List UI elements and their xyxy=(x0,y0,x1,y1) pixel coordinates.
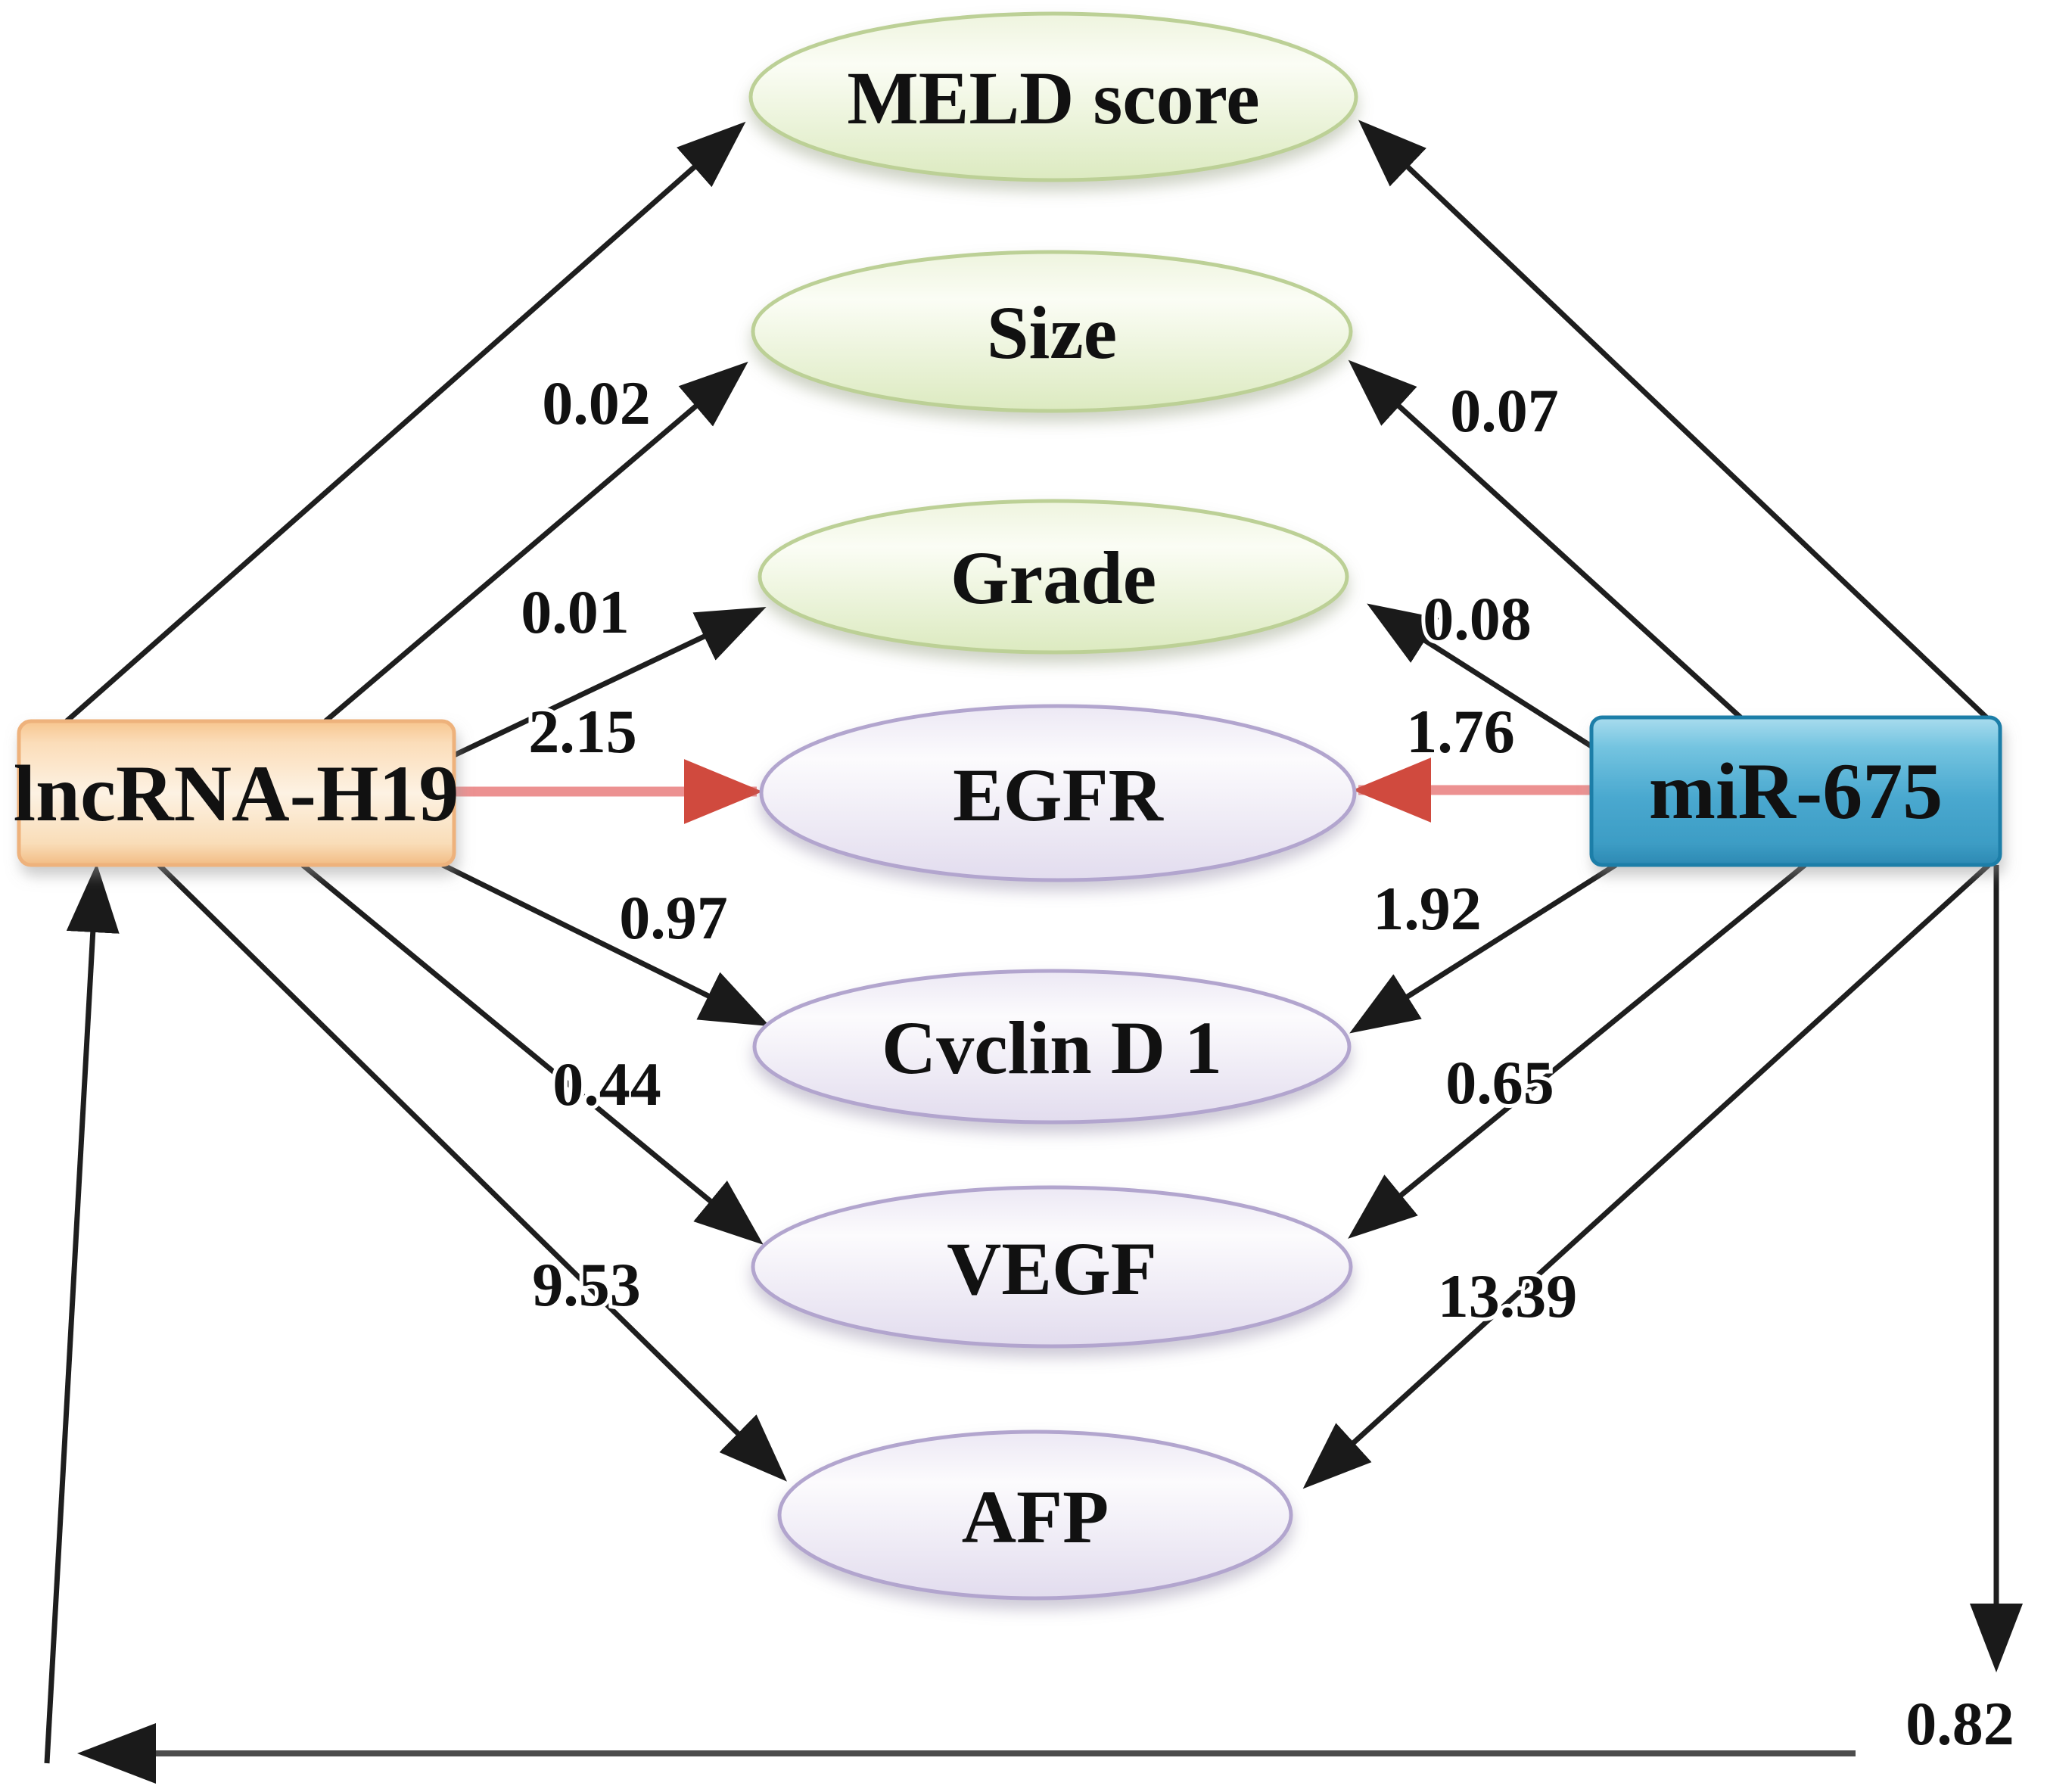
edge-mir-size xyxy=(1348,359,1743,720)
egfr-ellipse xyxy=(759,704,1357,882)
edge-value-h19-vegf: 0.44 xyxy=(552,1050,661,1118)
edge-mir-meld xyxy=(1358,120,1989,720)
cyclin-d1-label: Cvclin D 1 xyxy=(882,1006,1222,1090)
node-meld-score: MELD score xyxy=(748,11,1358,182)
grade-label: Grade xyxy=(950,536,1156,620)
node-egfr: EGFR xyxy=(759,704,1357,882)
edge-h19-afp xyxy=(157,863,787,1482)
afp-label: AFP xyxy=(962,1475,1109,1559)
edge-value-h19-size: 0.02 xyxy=(542,369,651,437)
edge-mir-cyclin xyxy=(1349,863,1617,1034)
edge-layer: 0.02 0.01 2.15 0.97 0.44 9.53 0.07 0.08 1.76 1.92… xyxy=(44,120,2023,1784)
node-grade: Grade xyxy=(758,499,1349,655)
edge-h19-size xyxy=(323,361,748,723)
edge-mir-afp xyxy=(1302,863,1991,1489)
edge-value-h19-afp: 9.53 xyxy=(532,1250,641,1319)
edge-value-h19-cyclin: 0.97 xyxy=(619,883,728,952)
cyclin-d1-ellipse xyxy=(752,969,1352,1125)
node-mir-675: miR-675 xyxy=(1589,715,2002,867)
edge-value-mir-egfr: 1.76 xyxy=(1406,697,1515,766)
meld-score-ellipse xyxy=(748,11,1358,182)
size-label: Size xyxy=(987,291,1117,375)
edge-value-mir-loop-down: 0.82 xyxy=(1905,1689,2014,1758)
edge-mir-vegf xyxy=(1348,863,1807,1239)
node-lncrna-h19: lncRNA-H19 xyxy=(14,719,459,867)
node-size: Size xyxy=(751,250,1353,413)
edge-value-mir-cyclin: 1.92 xyxy=(1373,874,1482,943)
node-vegf: VEGF xyxy=(751,1185,1353,1349)
lncrna-h19-label: lncRNA-H19 xyxy=(14,749,459,838)
vegf-ellipse xyxy=(751,1185,1353,1349)
edge-mir-grade xyxy=(1367,603,1595,750)
meld-score-label: MELD score xyxy=(847,56,1259,140)
edge-h19-vegf xyxy=(300,863,764,1245)
edge-loop-up xyxy=(44,863,120,1764)
lncrna-h19-box xyxy=(17,719,456,867)
size-ellipse xyxy=(751,250,1353,413)
edge-h19-meld xyxy=(64,121,746,723)
edge-value-h19-egfr: 2.15 xyxy=(528,697,637,766)
edge-value-mir-afp: 13.39 xyxy=(1438,1262,1578,1330)
node-afp: AFP xyxy=(777,1430,1293,1601)
afp-ellipse xyxy=(777,1430,1293,1601)
edge-h19-grade xyxy=(453,606,767,758)
edge-value-mir-size: 0.07 xyxy=(1450,376,1559,445)
egfr-label: EGFR xyxy=(953,753,1165,837)
mir-675-box xyxy=(1589,715,2002,867)
mir-675-label: miR-675 xyxy=(1649,747,1943,835)
node-cyclin-d1: Cvclin D 1 xyxy=(752,969,1352,1125)
edge-value-h19-grade: 0.01 xyxy=(521,577,630,646)
vegf-label: VEGF xyxy=(947,1227,1157,1311)
grade-ellipse xyxy=(758,499,1349,655)
edge-value-mir-grade: 0.08 xyxy=(1423,584,1532,653)
edge-h19-cyclin xyxy=(441,862,770,1027)
edge-value-mir-vegf: 0.65 xyxy=(1445,1048,1554,1117)
